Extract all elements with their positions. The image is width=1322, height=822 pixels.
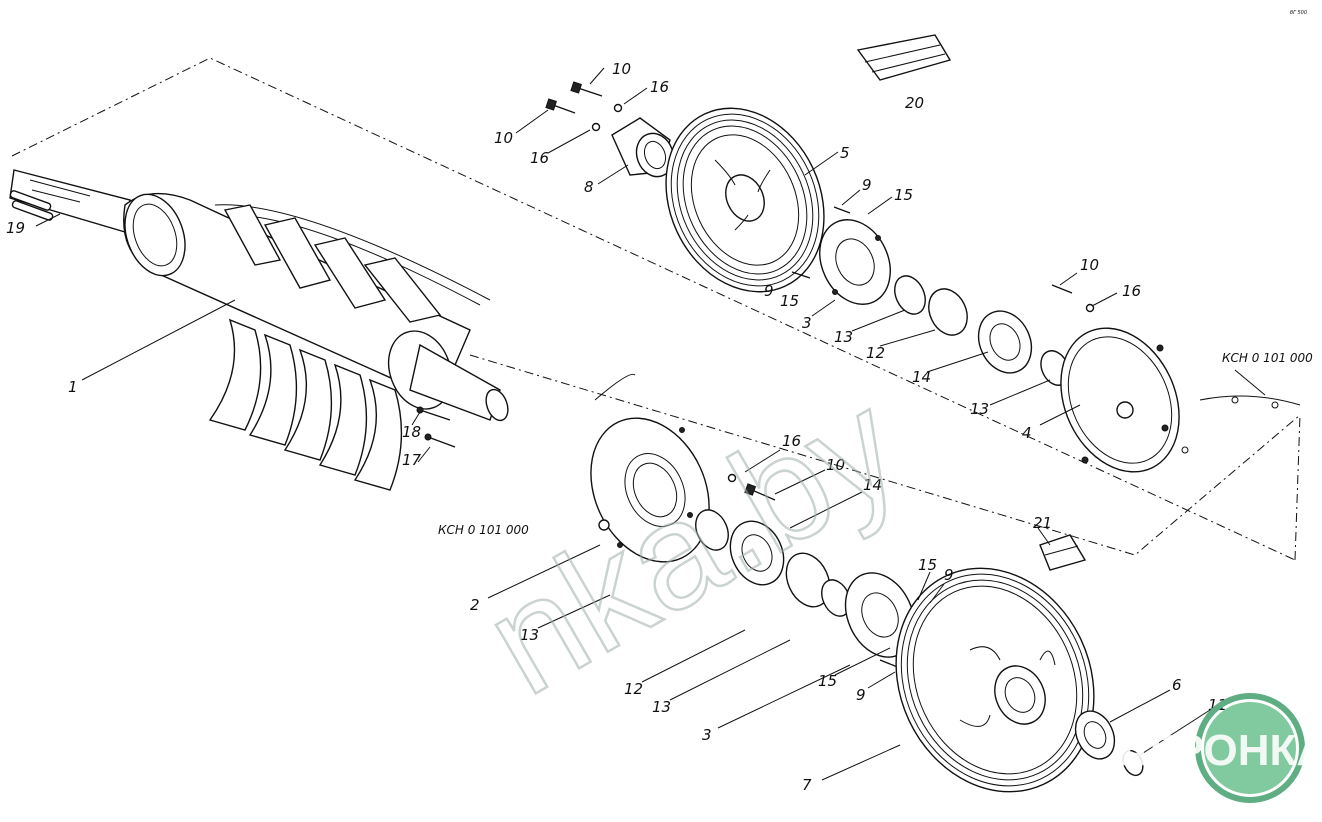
label-15d: 15 [818,672,837,690]
label-10b: 10 [494,129,513,147]
label-9c: 9 [944,566,954,584]
label-3b: 3 [702,726,712,744]
label-17: 17 [402,451,422,469]
upper-rings-and-bearing [894,275,1070,386]
upper-bearing-housing-part-3 [791,206,891,305]
label-16b: 16 [530,149,549,167]
brand-logo: АГРОНКА [1118,693,1322,803]
sprocket-part-6 [1074,710,1144,777]
label-14a: 14 [912,368,931,386]
label-16a: 16 [650,78,669,96]
bolts-17-18 [416,406,456,448]
lower-rings-and-bearing [695,509,851,617]
logo-disc [1204,702,1296,794]
label-15b: 15 [780,292,799,310]
label-16c: 16 [1122,282,1141,300]
lower-pulley-part-7 [895,567,1095,793]
label-6: 6 [1172,676,1182,694]
label-15c: 15 [918,556,937,574]
assembly-code-left: КСН 0 101 000 [438,523,529,537]
part-labels: 1 19 18 17 10 16 10 16 8 20 5 9 15 9 15 … [6,10,1313,794]
label-21: 21 [1033,514,1052,532]
label-8: 8 [584,178,594,196]
label-12b: 12 [624,680,643,698]
label-10a: 10 [612,60,631,78]
upper-pulley-part-5 [665,107,825,293]
label-3a: 3 [802,314,812,332]
key-part-19 [9,190,54,221]
flange-hub-part-8 [611,117,675,178]
assembly-boundary-lines [11,57,1301,561]
label-13d: 13 [652,698,671,716]
shaft-drum-assembly [9,169,509,491]
label-13a: 13 [834,328,853,346]
label-10c: 10 [1080,256,1099,274]
label-12a: 12 [866,344,885,362]
label-18: 18 [402,423,421,441]
cover-disk-part-4 [1051,284,1180,473]
label-19: 19 [6,219,25,237]
frame-fragment [1181,395,1301,454]
label-16d: 16 [782,432,801,450]
label-14b: 14 [863,476,882,494]
belt-segment-part-20 [856,34,952,81]
label-9d: 9 [856,686,866,704]
logo-ring [1195,693,1305,803]
lower-bolt-10 [727,473,776,501]
logo-text: АГРОНКА [1118,726,1322,775]
leader-lines [35,67,1266,781]
label-20: 20 [905,94,924,112]
watermark-text: nka.by [459,360,926,726]
flange-plate-part-2 [590,373,710,563]
label-2: 2 [470,596,480,614]
label-13c: 13 [520,626,539,644]
label-7: 7 [802,776,812,794]
label-9b: 9 [764,282,774,300]
label-1: 1 [68,378,78,396]
label-10d: 10 [826,456,845,474]
corner-text: бГ 500 [1290,10,1307,16]
watermark: nka.by [458,359,927,728]
upper-bolts-10 [545,81,623,132]
label-13b: 13 [970,400,989,418]
label-4: 4 [1022,424,1032,442]
label-15a: 15 [894,186,913,204]
label-9a: 9 [862,176,872,194]
assembly-code-right: КСН 0 101 000 [1222,351,1313,365]
label-5: 5 [840,144,850,162]
bracket-part-21 [1039,534,1087,571]
